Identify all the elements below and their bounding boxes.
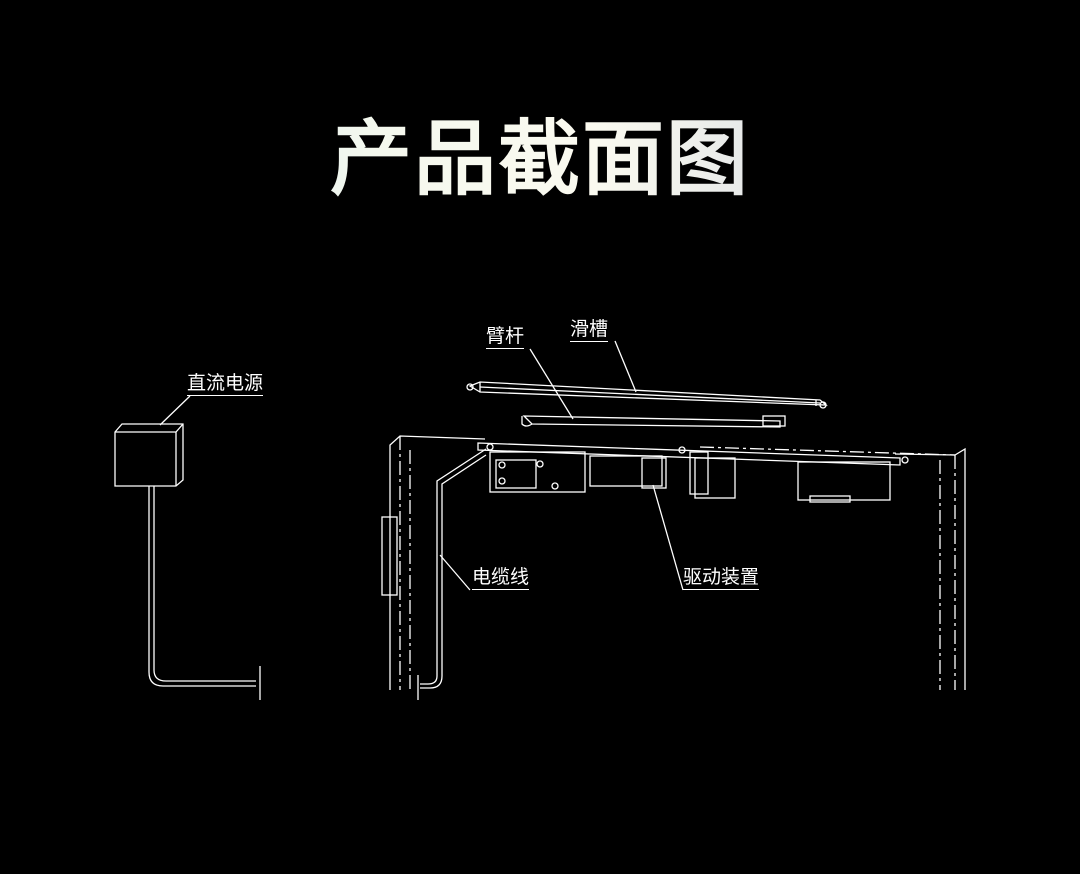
power-supply-box bbox=[114, 423, 184, 487]
label-slide-rail: 滑槽 bbox=[570, 318, 609, 342]
door-cable bbox=[417, 448, 487, 700]
arm bbox=[521, 415, 786, 428]
power-cable bbox=[148, 486, 261, 700]
label-cable: 电缆线 bbox=[472, 566, 530, 590]
arm-leader-line bbox=[529, 348, 574, 420]
drive-leader-line bbox=[652, 484, 684, 591]
drive-unit bbox=[477, 442, 909, 503]
page-title: 产品截面图 bbox=[0, 92, 1080, 211]
label-arm: 臂杆 bbox=[486, 325, 525, 349]
label-power-supply: 直流电源 bbox=[187, 372, 264, 396]
label-drive-unit: 驱动装置 bbox=[683, 566, 760, 590]
power-leader-line bbox=[159, 395, 191, 426]
cable-leader-line bbox=[439, 554, 471, 591]
door-frame bbox=[389, 435, 966, 690]
slide-rail bbox=[466, 381, 828, 409]
hinge bbox=[381, 516, 398, 596]
slide-leader-line bbox=[614, 340, 637, 393]
